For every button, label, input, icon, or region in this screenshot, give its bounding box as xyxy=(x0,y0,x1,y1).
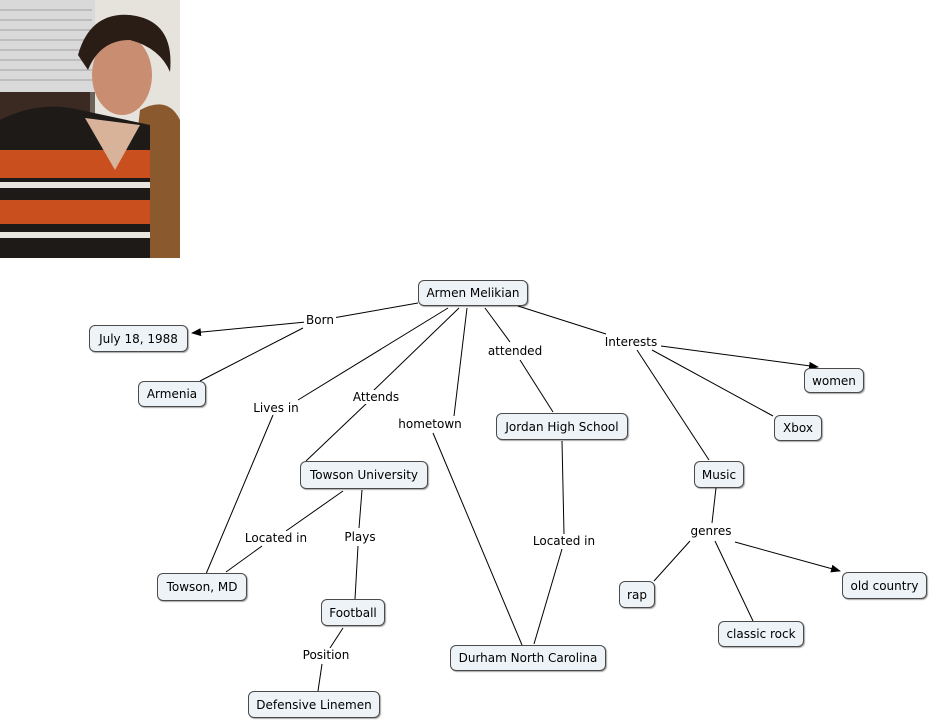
link-located-in-towson: Located in xyxy=(243,531,309,545)
link-located-in-jordan: Located in xyxy=(531,534,597,548)
concept-armenia[interactable]: Armenia xyxy=(138,381,206,407)
concept-football[interactable]: Football xyxy=(321,599,385,626)
link-attends: Attends xyxy=(351,390,401,404)
concept-defensive-linemen[interactable]: Defensive Linemen xyxy=(248,691,380,718)
concept-durham-north-carolina[interactable]: Durham North Carolina xyxy=(450,645,606,671)
link-interests: Interests xyxy=(603,335,660,349)
concept-jordan-high-school[interactable]: Jordan High School xyxy=(496,413,628,440)
concept-towson-university[interactable]: Towson University xyxy=(300,461,428,489)
link-hometown: hometown xyxy=(396,417,464,431)
concept-old-country[interactable]: old country xyxy=(842,572,927,599)
concept-women[interactable]: women xyxy=(804,368,864,393)
link-genres: genres xyxy=(689,524,734,538)
concept-rap[interactable]: rap xyxy=(619,581,655,608)
concept-xbox[interactable]: Xbox xyxy=(774,415,822,441)
link-lives-in: Lives in xyxy=(251,401,301,415)
concept-armen-melikian[interactable]: Armen Melikian xyxy=(418,280,528,306)
link-plays: Plays xyxy=(342,530,377,544)
link-attended: attended xyxy=(486,344,544,358)
concept-towson-md[interactable]: Towson, MD xyxy=(157,573,247,601)
concept-july-18-1988[interactable]: July 18, 1988 xyxy=(89,325,188,352)
concept-classic-rock[interactable]: classic rock xyxy=(718,621,804,647)
concept-music[interactable]: Music xyxy=(694,461,744,488)
link-position: Position xyxy=(301,648,352,662)
link-born: Born xyxy=(304,313,336,327)
